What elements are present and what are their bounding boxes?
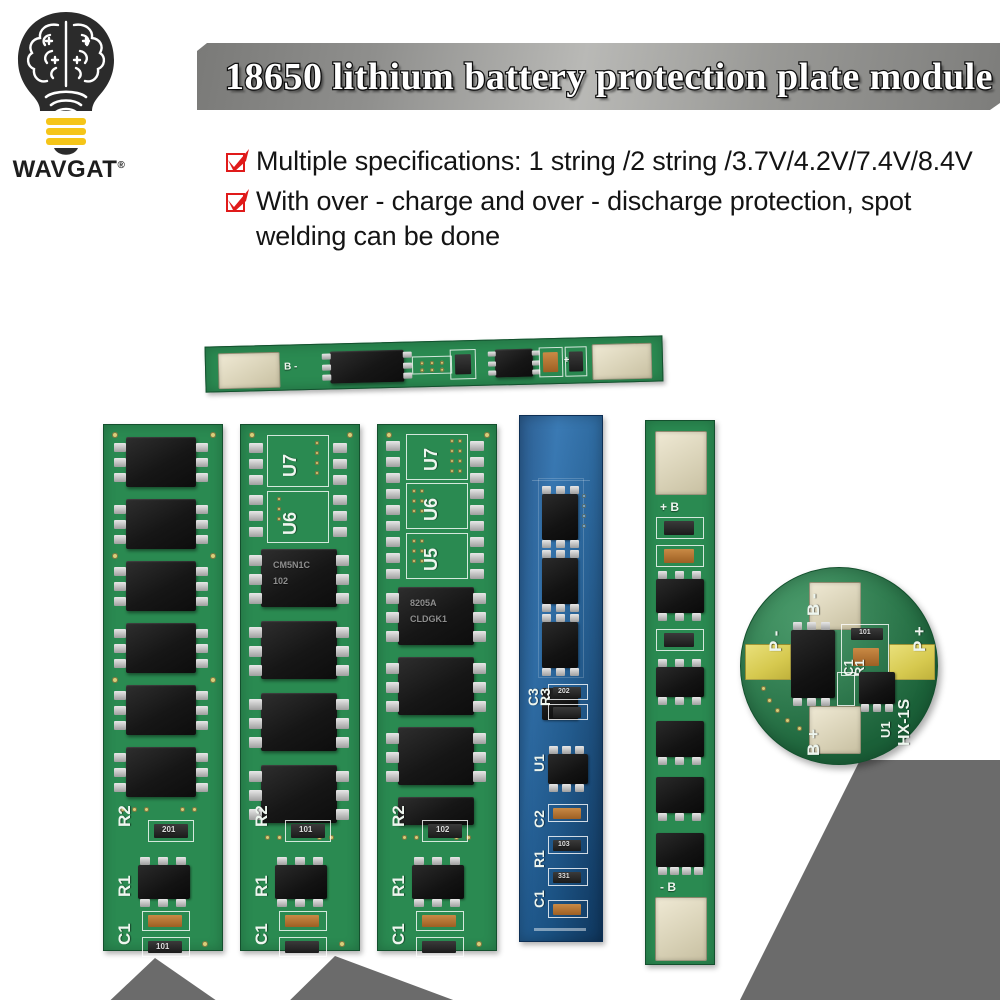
feature-text: Multiple specifications: 1 string /2 str… <box>256 146 973 176</box>
component-marking: 201 <box>162 825 176 834</box>
silkscreen-label: C1 <box>115 923 134 945</box>
ic-component <box>542 622 578 668</box>
background-wedge-right <box>560 760 1000 1000</box>
silkscreen-label: B - <box>283 361 298 373</box>
component-marking: 102 <box>273 576 289 586</box>
solder-pad <box>217 351 281 390</box>
ic-component <box>542 494 578 540</box>
registered-mark: ® <box>117 160 126 171</box>
silkscreen-label: R2 <box>389 805 408 827</box>
silkscreen-label: U1 <box>531 754 547 772</box>
silkscreen-label: R1 <box>389 875 408 897</box>
brand-wordmark: WAVGAT® <box>10 156 128 184</box>
title-banner: 18650 lithium battery protection plate m… <box>197 43 1000 110</box>
red-checkbox-check-icon <box>225 189 249 214</box>
ic-component <box>542 558 578 604</box>
silkscreen-label: - B <box>660 880 676 894</box>
component-marking: CLDGK1 <box>410 614 448 624</box>
ic-component <box>656 579 704 613</box>
feature-list: Multiple specifications: 1 string /2 str… <box>225 144 995 259</box>
component-marking: 101 <box>299 825 313 834</box>
brand-logo: WAVGAT® <box>6 8 126 188</box>
silkscreen-label: C2 <box>531 810 547 828</box>
round-hx-1s-board: B - P - P + B + 101 C1 R1 U1 HX-1S <box>740 567 938 765</box>
feature-item: Multiple specifications: 1 string /2 str… <box>225 144 995 178</box>
blue-protection-board: C3 R3 202 U1 C2 R1 103 C1 331 <box>519 415 603 942</box>
ic-component <box>548 754 588 784</box>
ic-component <box>656 667 704 697</box>
brain-lightbulb-icon <box>18 12 114 155</box>
narrow-green-strip-board: + B - B <box>645 420 715 965</box>
ic-component <box>656 777 704 813</box>
mosfet-component <box>329 349 405 384</box>
silkscreen-label: C1 <box>389 923 408 945</box>
ic-component <box>656 721 704 757</box>
component-marking: CM5N1C <box>273 560 311 570</box>
silkscreen-label: + B <box>660 500 680 514</box>
silkscreen-label: P - <box>766 630 785 652</box>
ic-component <box>412 865 464 899</box>
ic-component <box>138 865 190 899</box>
silkscreen-label: R1 <box>531 850 547 868</box>
silkscreen-label: R1 <box>252 875 271 897</box>
silkscreen-label: C1 <box>252 923 271 945</box>
ic-component <box>791 630 835 698</box>
silkscreen-label: P + <box>910 626 929 652</box>
silkscreen-label: U1 <box>878 721 893 738</box>
page-title: 18650 lithium battery protection plate m… <box>224 54 994 99</box>
feature-item: With over - charge and over - discharge … <box>225 184 995 253</box>
silkscreen-label: B + <box>804 729 823 756</box>
ic-component <box>275 865 327 899</box>
ic-component <box>656 833 704 867</box>
component-marking: 8205A <box>410 598 437 608</box>
multi-mosfet-green-board-3: U7 U6 U5 <box>377 424 497 957</box>
component-marking: 202 <box>558 688 570 695</box>
silkscreen-label: U6 <box>280 511 300 535</box>
component-marking: 101 <box>156 942 170 951</box>
silkscreen-label: R1 <box>115 875 134 897</box>
silkscreen-label: B - <box>804 593 823 616</box>
ic-component <box>859 672 895 704</box>
solder-pad <box>591 342 653 381</box>
red-checkbox-check-icon <box>225 149 249 174</box>
multi-mosfet-green-board-1: R2 201 C1 R1 101 <box>103 424 223 957</box>
component-marking: 103 <box>558 841 570 848</box>
mosfet-component <box>494 348 534 378</box>
silkscreen-label: U7 <box>280 453 300 477</box>
single-cell-horizontal-strip-board: B - + B <box>204 335 664 393</box>
component-marking: 102 <box>436 825 450 834</box>
component-marking: 101 <box>859 629 871 636</box>
multi-mosfet-green-board-2: U7 U6 CM5N1C 102 <box>240 424 360 957</box>
silkscreen-label: R2 <box>252 805 271 827</box>
component-marking: 331 <box>558 873 570 880</box>
feature-text: With over - charge and over - discharge … <box>256 186 912 251</box>
silkscreen-label: U7 <box>421 447 441 471</box>
silkscreen-label: HX-1S <box>896 698 913 746</box>
silkscreen-label: R2 <box>115 805 134 827</box>
silkscreen-label: C1 <box>531 890 547 908</box>
silkscreen-label: U6 <box>421 497 441 521</box>
brand-name: WAVGAT <box>12 156 118 183</box>
silkscreen-label: U5 <box>421 547 441 571</box>
